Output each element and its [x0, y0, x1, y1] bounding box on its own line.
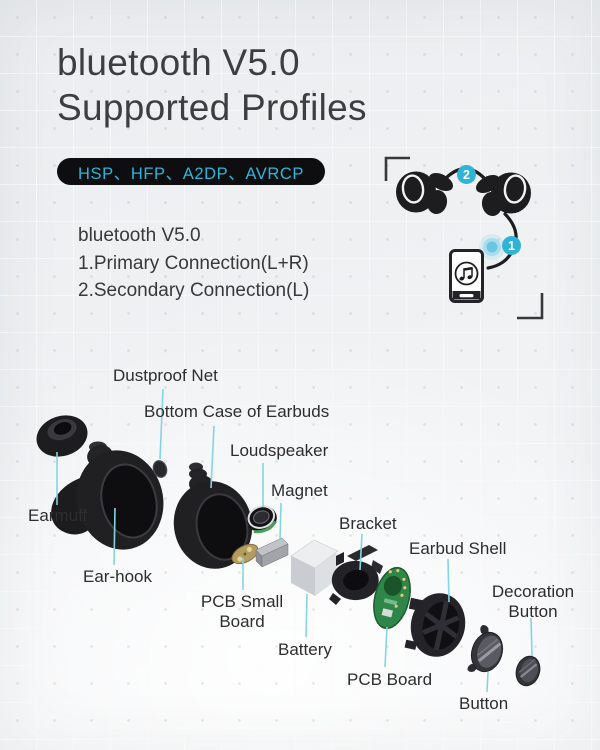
magnet-part	[255, 537, 289, 568]
signal-glow	[479, 234, 505, 260]
leader-lines	[56, 388, 533, 693]
bottom-case-part	[173, 462, 253, 569]
dustproof-net-part	[152, 460, 168, 478]
label-battery: Battery	[278, 640, 332, 659]
leader-magnet	[279, 502, 282, 542]
label-pcb-small-board: PCB Small Board	[200, 592, 284, 631]
leader-pcb-board	[384, 626, 388, 668]
label-earmuff: Earmuff	[28, 506, 88, 525]
corner-bracket-bottom-right	[517, 293, 544, 320]
battery-part	[290, 539, 339, 596]
page-title: bluetooth V5.0 Supported Profiles	[57, 40, 367, 130]
connection-info: bluetooth V5.0 1.Primary Connection(L+R)…	[78, 222, 309, 305]
leader-bracket	[359, 533, 363, 571]
label-button: Button	[459, 694, 509, 713]
earbud-shell-part	[404, 593, 466, 657]
leader-decoration-button	[530, 617, 533, 657]
label-pcb-board: PCB Board	[347, 670, 433, 689]
info-secondary-connection: 2.Secondary Connection(L)	[78, 280, 310, 301]
label-ear-hook: Ear-hook	[83, 567, 152, 586]
label-dustproof-net: Dustproof Net	[113, 366, 218, 385]
info-primary-connection: 1.Primary Connection(L+R)	[78, 252, 309, 274]
label-decoration-button: Decoration Button	[491, 582, 575, 621]
left-earbud-icon	[396, 171, 454, 214]
leader-battery	[305, 593, 308, 638]
label-earbud-shell: Earbud Shell	[409, 539, 507, 558]
title-line-1: bluetooth V5.0	[57, 42, 300, 83]
label-loudspeaker: Loudspeaker	[230, 441, 329, 460]
label-bottom-case: Bottom Case of Earbuds	[144, 402, 330, 421]
button-part	[467, 624, 504, 673]
leader-button	[486, 671, 489, 693]
bracket-part	[329, 545, 383, 605]
frame-corner-brackets	[384, 156, 544, 320]
music-note-icon	[454, 261, 479, 286]
pcb-board-part	[373, 566, 411, 630]
phone-icon	[449, 249, 484, 303]
leader-earbud-shell	[447, 558, 450, 603]
label-magnet: Magnet	[271, 481, 328, 500]
title-line-2: Supported Profiles	[57, 87, 367, 128]
profiles-badge-text: HSP、HFP、A2DP、AVRCP	[78, 164, 304, 183]
label-bracket: Bracket	[339, 514, 397, 533]
corner-bracket-top-left	[384, 156, 410, 181]
connection-marker-2: 2	[457, 165, 476, 184]
decoration-button-part	[515, 655, 541, 687]
leader-bottom-case	[210, 425, 215, 489]
right-earbud-icon	[475, 172, 531, 216]
leader-dustproof-net	[159, 388, 164, 460]
earmuff-part	[36, 415, 88, 457]
ear-hook-part	[51, 441, 164, 550]
profiles-badge: HSP、HFP、A2DP、AVRCP	[57, 158, 325, 185]
info-version: bluetooth V5.0	[78, 225, 201, 246]
leader-ear-hook	[113, 507, 116, 566]
pcb-small-board-part	[231, 543, 259, 565]
loudspeaker-part	[247, 505, 277, 534]
connection-marker-1: 1	[502, 236, 521, 255]
